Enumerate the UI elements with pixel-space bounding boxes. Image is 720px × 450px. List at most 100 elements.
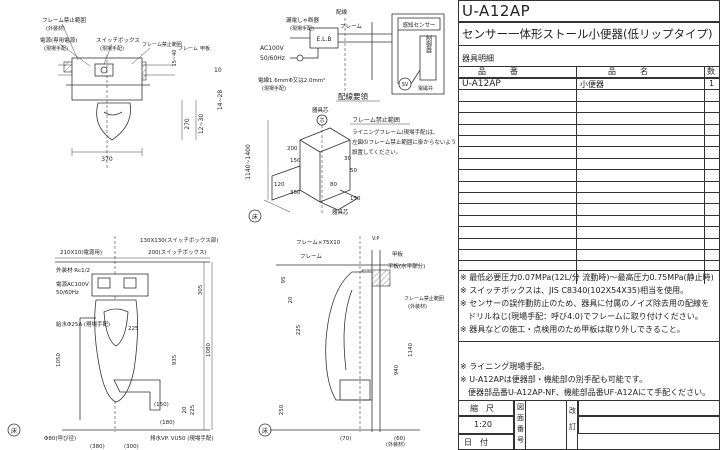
model-number: U-A12AP: [462, 2, 531, 20]
front-dim-305: 305: [198, 284, 204, 295]
solenoid-label: 電磁弁: [418, 85, 433, 92]
top-dim-10: 10: [214, 67, 222, 74]
top-label-switch-field: (現場手配): [100, 45, 124, 52]
parts-row-line: [458, 192, 720, 193]
urinal-bowl-top: [96, 102, 131, 141]
parts-row-line: [458, 180, 720, 182]
parts-row-line: [458, 214, 720, 216]
scale-value: 1:20: [474, 420, 492, 429]
title-block: U-A12AP センサー一体形ストール小便器(低リップタイプ) 器具明細 品 番…: [458, 0, 720, 450]
rev-side-2: 訂: [569, 423, 576, 431]
iso-note-1: ライニングフレーム(現場手配)は、: [352, 128, 439, 136]
top-dim-15-40: 15~40: [172, 50, 178, 67]
top-label-exterior: (外装材): [46, 25, 65, 32]
iso-dim-30: 30: [344, 156, 351, 162]
wiring-frame-label: フレーム: [340, 23, 362, 30]
rev-side-1: 改: [569, 407, 576, 415]
top-label-frame-prohibited: フレーム禁止範囲: [42, 16, 86, 24]
parts-row-line: [458, 260, 720, 262]
front-dim-1080: 1080: [206, 343, 212, 357]
side-label-3: 番: [517, 425, 524, 433]
side-label-exterior: (外装材): [408, 303, 427, 310]
sensor-box: [397, 17, 441, 31]
top-label-field-supply: (現場手配): [44, 45, 68, 52]
front-dim-150: (150): [154, 402, 169, 408]
front-dim-935: 935: [172, 354, 178, 365]
note-2: ※ スイッチボックスは、JIS C8340(102X54X35)相当を使用。: [460, 286, 689, 295]
wiring-ac100v: AC100V: [260, 45, 285, 52]
front-dim-180: (180): [160, 420, 175, 426]
floor-char-side: 床: [262, 427, 268, 435]
parts-row-line: [458, 237, 720, 239]
side-label-flat-plate: 平板(水平部分): [388, 262, 425, 270]
front-label-hz: 50/60Hz: [56, 290, 79, 296]
parts-row-line: [458, 123, 720, 125]
side-view: フレーム×75X10 甲板 フレーム 平板(水平部分) フレーム禁止範囲 (外装…: [7, 236, 444, 448]
side-dim-60: (60): [394, 436, 405, 442]
top-label-switch-box: スイッチボックス: [96, 36, 140, 44]
parts-row-line: [458, 157, 720, 159]
product-name: センサー一体形ストール小便器(低リップタイプ): [462, 27, 713, 41]
side-label-frame: フレーム: [300, 253, 322, 260]
note2-2: ※ U-A12APは便器部・機能部の別手配も可能です。: [460, 375, 647, 384]
date-label: 日 付: [464, 438, 488, 447]
row1-part: U-A12AP: [462, 79, 501, 89]
front-view: 210X10(電源用) 130X130(スイッチボックス部) 200(スイッチボ…: [44, 236, 218, 450]
floor-marker-iso: [248, 209, 262, 223]
side-label-frame-75: フレーム×75X10: [296, 239, 341, 246]
parts-list-title: 器具明細: [462, 54, 494, 63]
iso-dim-350: 350: [290, 190, 301, 196]
side-label-vp: V.P: [372, 236, 379, 242]
note-4: ドリルねじ(現場手配：呼び4.0)でフレームに取り付けください。: [460, 312, 703, 321]
wiring-cable-spec: 電線1.6mmΦ又は2.0mm²: [258, 76, 325, 84]
front-label-supply: 給水Φ25A (現場手配): [56, 320, 110, 328]
note2-1: ※ ライニング現場手配。: [460, 362, 550, 371]
top-dim-370: 370: [101, 156, 113, 163]
iso-center-char: 芯: [319, 117, 324, 124]
iso-note-2: 左図のフレーム禁止範囲に掛からないよう: [352, 138, 456, 146]
side-dim-1140: 1140: [408, 343, 414, 357]
side-label-4: 号: [517, 436, 524, 444]
wiring-caption: 配線要領: [338, 91, 368, 101]
wiring-breaker-label: 漏電しゃ断器: [286, 16, 320, 24]
front-dim-225b: 225: [190, 404, 196, 415]
col-product-name: 品 名: [608, 67, 648, 76]
breaker-elb: E.L.B: [316, 36, 331, 43]
iso-dim-200: 200: [287, 146, 298, 152]
iso-dim-80: 80: [330, 182, 337, 188]
front-label-rc: 外装材 Rc1/2: [56, 266, 90, 274]
iso-dim-150b: 150: [350, 196, 361, 202]
wiring-breaker-field: (現場手配): [290, 25, 314, 32]
wiring-wire-label: 配線: [336, 8, 348, 16]
controller-box: [419, 35, 437, 81]
floor-char-iso: 床: [252, 213, 258, 221]
row1-qty: 1: [709, 79, 715, 88]
front-dim-380: (380): [90, 444, 105, 450]
front-dim-225: 225: [128, 326, 139, 332]
note-3: ※ センサーの誤作動防止のため、器具に付属のノイズ除去用の配線を: [460, 299, 710, 308]
side-dim-940: 940: [394, 364, 400, 375]
front-label-switch-box: 200(スイッチボックス): [148, 248, 207, 256]
note-1: ※ 最低必要圧力0.07MPa(12L/分 流動時)～最高圧力0.75MPa(静…: [460, 273, 714, 282]
top-dim-14-28: 14~28: [217, 90, 224, 110]
iso-center-label-bottom: 器具芯: [332, 208, 349, 216]
iso-prohibited-title: フレーム禁止範囲: [352, 116, 400, 124]
iso-box-lower: [271, 165, 301, 201]
parts-row-line: [458, 112, 720, 114]
front-label-power-opening: 210X10(電源用): [60, 248, 102, 256]
iso-dim-120: 120: [274, 182, 285, 188]
side-dim-250: 250: [279, 404, 285, 415]
solenoid-sv: SV: [402, 82, 409, 88]
parts-row-line: [458, 203, 720, 205]
wiring-diagram: E.L.B 感知センサー 制御器 SV 電磁弁 漏電しゃ断器 (現場手配) 配線…: [258, 8, 445, 102]
top-label-frame: フレーム: [178, 46, 198, 52]
side-label-prohibited: フレーム禁止範囲: [404, 295, 444, 302]
front-dim-20: 20: [182, 406, 188, 413]
top-dim-270: 270: [184, 118, 191, 130]
front-upper-housing: [91, 273, 149, 297]
parts-row-line: [458, 226, 720, 228]
wiring-hz: 50/60Hz: [260, 55, 285, 62]
control-unit-outline: [391, 13, 445, 95]
front-switch-box: [97, 277, 111, 289]
